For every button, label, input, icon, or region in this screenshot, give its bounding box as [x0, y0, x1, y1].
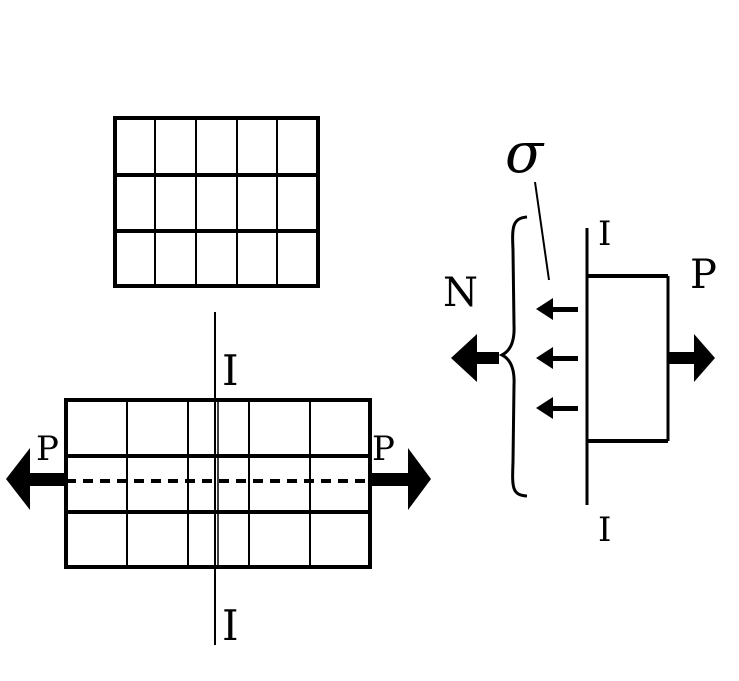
load-label-left: P [36, 429, 59, 469]
stress-leader-line [534, 181, 550, 281]
section-label-top: I [222, 346, 239, 395]
fbd-load-arrow-shaft [668, 352, 698, 364]
undeformed-grid-border [113, 116, 320, 288]
stress-arrow-head [536, 347, 553, 369]
left-load-arrow [6, 448, 68, 510]
free-body-diagram: I I σ N P [443, 121, 717, 550]
stress-arrow-head [536, 298, 553, 320]
right-arrow-head [408, 448, 431, 510]
stress-arrow-shaft [548, 406, 578, 411]
internal-force-arrow-head [451, 334, 477, 382]
load-label-right: P [372, 429, 395, 469]
right-load-arrow [370, 448, 431, 510]
stress-arrow-shaft [548, 356, 578, 361]
stress-arrow-shaft [548, 307, 578, 312]
fbd-section-label-bottom: I [598, 510, 611, 550]
internal-force-label: N [443, 270, 478, 316]
stress-arrow-head [536, 397, 553, 419]
fbd-load-arrow [668, 334, 715, 382]
right-arrow-shaft [370, 473, 410, 486]
internal-force-arrow [451, 334, 499, 382]
undeformed-grid [113, 116, 320, 288]
left-arrow-shaft [28, 473, 68, 486]
resultant-brace [498, 215, 528, 498]
stress-arrows [536, 298, 578, 419]
internal-force-arrow-shaft [475, 352, 499, 364]
section-label-bottom: I [222, 601, 239, 650]
fbd-section-label-top: I [598, 214, 611, 254]
left-arrow-head [6, 448, 30, 510]
stress-label: σ [505, 121, 545, 186]
fbd-load-label: P [690, 252, 717, 298]
fbd-load-arrow-head [694, 334, 715, 382]
